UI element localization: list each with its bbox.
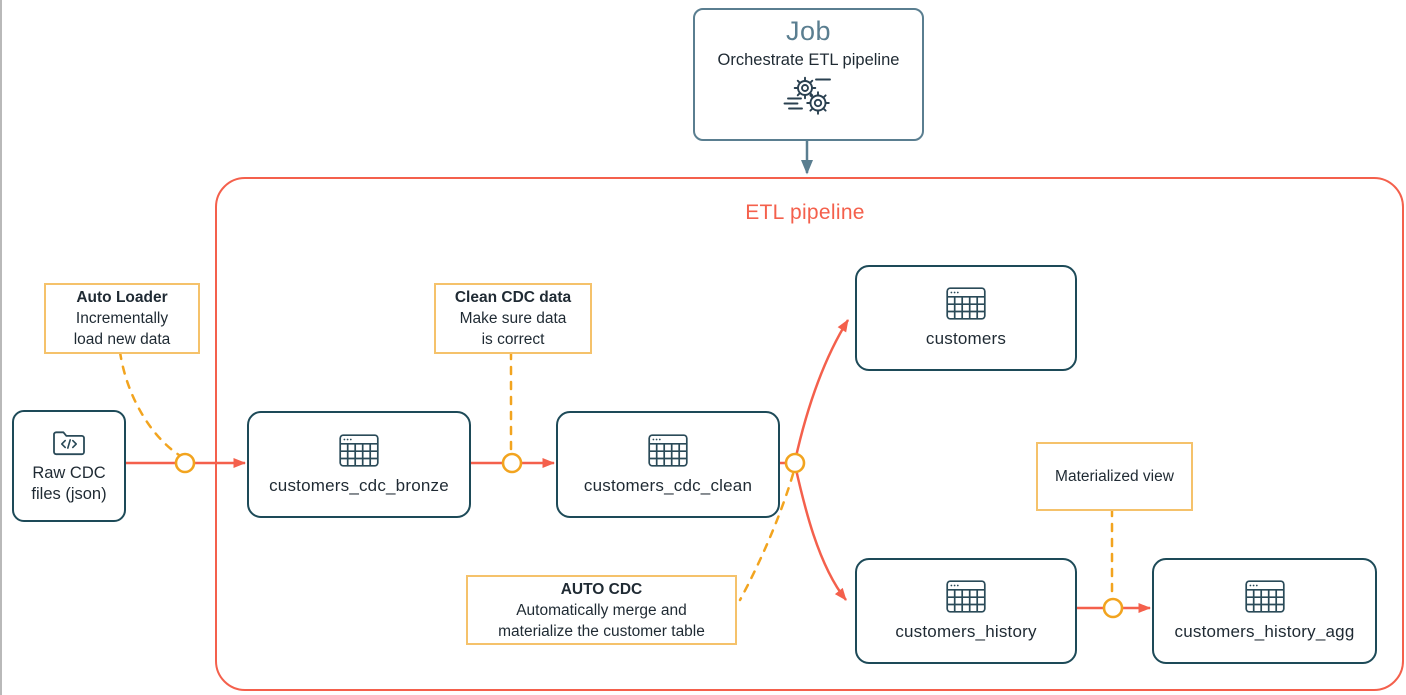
- source-label-line1: Raw CDC: [32, 464, 106, 482]
- etl-pipeline-title: ETL pipeline: [745, 201, 865, 224]
- annotation-line: load new data: [73, 331, 171, 348]
- annotation-title: Auto Loader: [76, 289, 168, 306]
- annotation-line: materialize the customer table: [498, 622, 705, 640]
- job-title: Job: [785, 16, 832, 46]
- annotation-auto-cdc: AUTO CDC Automatically merge and materia…: [466, 575, 737, 645]
- circle-connector: [784, 452, 806, 474]
- table-grid-icon: [339, 433, 379, 467]
- node-label: customers: [925, 329, 1007, 348]
- source-label-line2: files (json): [31, 485, 107, 503]
- gears-icon: [781, 75, 837, 117]
- circle-connector: [501, 452, 523, 474]
- node-label: customers_history_agg: [1174, 622, 1355, 641]
- annotation-materialized-view: Materialized view: [1036, 442, 1193, 511]
- table-grid-icon: [1244, 580, 1285, 613]
- annotation-line: Make sure data: [459, 310, 567, 327]
- node-raw-cdc-files: Raw CDC files (json): [12, 410, 126, 522]
- node-customers-cdc-clean: customers_cdc_clean: [556, 411, 780, 518]
- node-label: customers_cdc_clean: [583, 475, 753, 495]
- leader-auto-cdc: [738, 472, 795, 602]
- annotation-line: Automatically merge and: [516, 601, 687, 619]
- circle-connector: [174, 452, 196, 474]
- annotation-line: is correct: [481, 331, 545, 348]
- annotation-line: Incrementally: [75, 310, 169, 327]
- node-label: customers_history: [895, 622, 1037, 641]
- circle-connectors: [174, 452, 1124, 619]
- annotation-auto-loader: Auto Loader Incrementally load new data: [44, 283, 200, 354]
- annotation-line: Materialized view: [1055, 468, 1174, 485]
- annotation-clean-cdc-data: Clean CDC data Make sure data is correct: [434, 283, 592, 354]
- node-label: customers_cdc_bronze: [269, 475, 449, 495]
- job-subtitle: Orchestrate ETL pipeline: [717, 51, 900, 69]
- job-box: Job Orchestrate ETL pipeline: [693, 8, 924, 141]
- annotation-leaders: [118, 350, 1114, 602]
- page-left-edge: [0, 0, 2, 695]
- annotation-title: AUTO CDC: [560, 580, 643, 598]
- node-customers-history: customers_history: [855, 558, 1077, 664]
- table-grid-icon: [648, 433, 688, 467]
- table-grid-icon: [946, 287, 986, 320]
- node-customers-history-agg: customers_history_agg: [1152, 558, 1377, 664]
- folder-code-icon: [51, 427, 87, 457]
- etl-pipeline-container: [215, 177, 1404, 691]
- circle-connector: [1102, 597, 1124, 619]
- edge-branch-to-customers: [793, 319, 850, 462]
- node-customers: customers: [855, 265, 1077, 371]
- node-customers-cdc-bronze: customers_cdc_bronze: [247, 411, 471, 518]
- table-grid-icon: [946, 580, 986, 613]
- leader-auto-loader: [118, 350, 181, 457]
- annotation-title: Clean CDC data: [454, 289, 572, 306]
- edge-branch-to-history: [793, 464, 847, 601]
